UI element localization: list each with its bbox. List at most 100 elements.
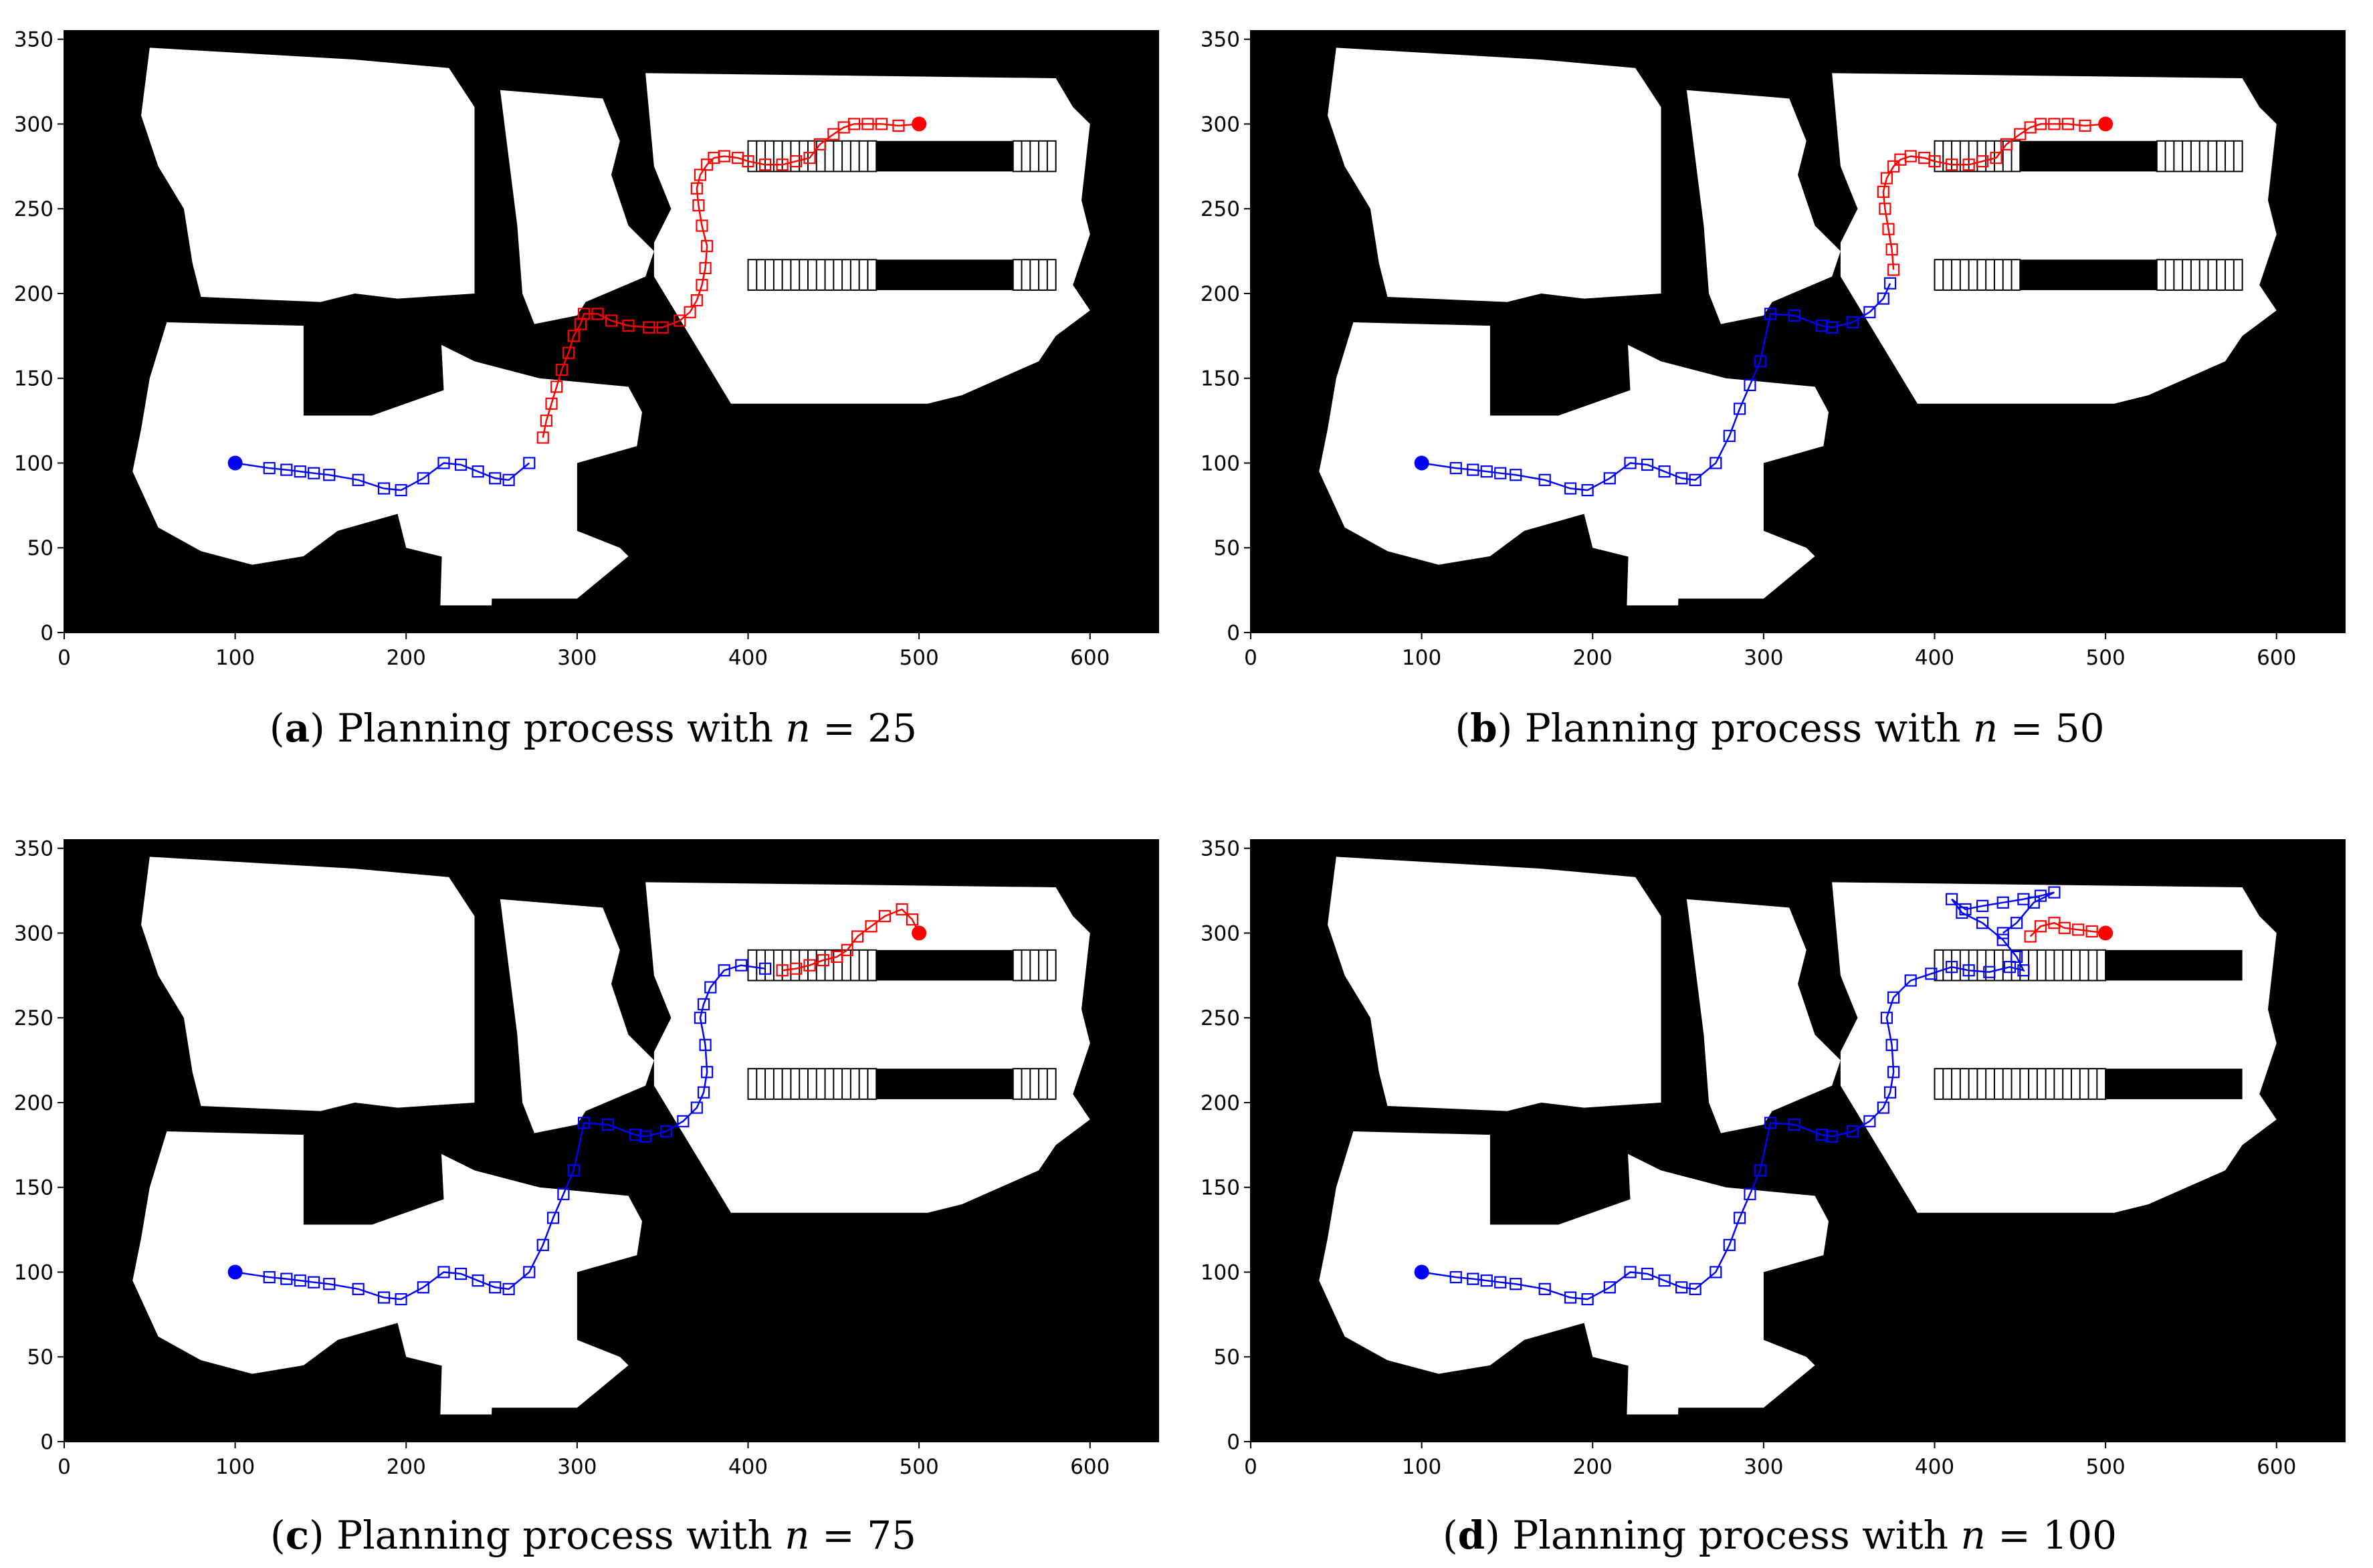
- series-red: [776, 903, 927, 977]
- y-tick-label: 200: [14, 282, 54, 306]
- data-point: [735, 959, 748, 972]
- data-point: [1723, 429, 1736, 443]
- data-point: [674, 314, 686, 327]
- data-point: [1467, 1272, 1479, 1285]
- parking-occupied-block: [2020, 259, 2157, 290]
- data-point: [2034, 920, 2047, 933]
- x-tick-label: 300: [1744, 646, 1783, 670]
- y-tick-label: 250: [14, 197, 54, 221]
- data-point: [489, 472, 502, 485]
- map-free-region: [1627, 491, 1682, 606]
- data-point: [1603, 472, 1616, 485]
- data-point: [718, 150, 730, 162]
- data-point: [699, 1038, 712, 1051]
- parking-occupied-block: [876, 259, 1013, 290]
- data-point: [308, 1276, 320, 1289]
- y-tick-label: 0: [1227, 1430, 1240, 1454]
- data-point: [601, 1118, 614, 1131]
- caption-b-text: Planning process with: [1524, 705, 1961, 751]
- data-point: [1733, 1212, 1746, 1224]
- map-obstacle: [1489, 322, 1631, 416]
- data-point: [1880, 1012, 1893, 1024]
- caption-d-label: d: [1457, 1513, 1485, 1558]
- data-point: [546, 1212, 560, 1224]
- data-point: [472, 1274, 484, 1287]
- data-point: [677, 1115, 690, 1127]
- data-point: [1877, 1101, 1889, 1114]
- x-tick-label: 500: [2086, 1455, 2126, 1479]
- data-point: [1904, 974, 1917, 987]
- data-point: [2024, 930, 2037, 943]
- caption-a-eq: =: [823, 705, 855, 751]
- data-point: [1624, 457, 1637, 469]
- data-point: [1733, 403, 1746, 415]
- caption-a-text: Planning process with: [337, 705, 773, 751]
- data-point: [2034, 118, 2047, 130]
- y-tick-label: 250: [1201, 1006, 1240, 1030]
- x-tick-label: 500: [2086, 646, 2126, 670]
- data-point: [697, 998, 710, 1011]
- data-point: [758, 158, 772, 171]
- data-point: [605, 314, 618, 327]
- goal-point: [2098, 925, 2113, 941]
- data-point: [1996, 933, 2009, 946]
- y-tick-label: 150: [1201, 1176, 1240, 1200]
- data-point: [1764, 308, 1777, 320]
- series-line: [1421, 891, 2055, 1301]
- data-point: [875, 118, 888, 130]
- x-tick-label: 400: [1915, 1455, 1954, 1479]
- series-red: [1877, 116, 2113, 276]
- caption-d-value: 100: [2043, 1513, 2118, 1558]
- map-free-region: [440, 491, 496, 606]
- data-point: [827, 128, 840, 140]
- caption-c-eq: =: [822, 1513, 855, 1558]
- data-point: [1826, 321, 1839, 334]
- data-point: [659, 1125, 672, 1138]
- data-point: [1581, 483, 1594, 497]
- map-free-region: [500, 899, 654, 1133]
- parking-stripe-block: [747, 259, 878, 291]
- x-tick-label: 300: [1744, 1455, 1783, 1479]
- data-point: [1710, 457, 1722, 469]
- map-obstacle: [303, 322, 444, 416]
- data-point: [701, 158, 714, 171]
- y-tick-label: 200: [14, 1091, 54, 1115]
- data-point: [502, 473, 515, 486]
- data-point: [1641, 458, 1654, 471]
- data-point: [1962, 158, 1975, 171]
- data-point: [1996, 896, 2009, 909]
- data-point: [1976, 155, 1989, 168]
- parking-row: [747, 1068, 1057, 1100]
- data-point: [803, 152, 816, 164]
- y-tick-label: 100: [1201, 1260, 1240, 1284]
- data-point: [1689, 473, 1701, 486]
- data-point: [1959, 903, 1972, 916]
- y-tick-label: 100: [1201, 451, 1240, 475]
- series-blue: [227, 455, 536, 497]
- data-point: [789, 155, 803, 168]
- series-blue: [227, 959, 772, 1306]
- data-point: [1449, 461, 1462, 475]
- data-point: [502, 1282, 515, 1295]
- data-point: [472, 465, 484, 478]
- x-tick-label: 300: [557, 646, 597, 670]
- data-point: [1564, 1291, 1577, 1304]
- data-point: [454, 1267, 468, 1280]
- data-point: [2000, 138, 2013, 150]
- data-point: [567, 330, 580, 342]
- plot-area: [1251, 31, 2345, 633]
- data-point: [377, 1291, 391, 1304]
- series-line: [782, 908, 920, 972]
- parking-occupied-block: [2105, 1069, 2243, 1099]
- y-tick-label: 200: [1201, 282, 1240, 306]
- goal-point: [912, 116, 927, 132]
- parking-stripe-block: [1012, 1068, 1057, 1100]
- parking-occupied-block: [876, 949, 1013, 981]
- data-point: [577, 308, 591, 320]
- data-point: [1976, 899, 1989, 912]
- series-red: [536, 116, 927, 444]
- caption-b-var: n: [1972, 705, 1998, 751]
- map-free-region: [132, 1131, 643, 1408]
- series-line: [542, 123, 920, 438]
